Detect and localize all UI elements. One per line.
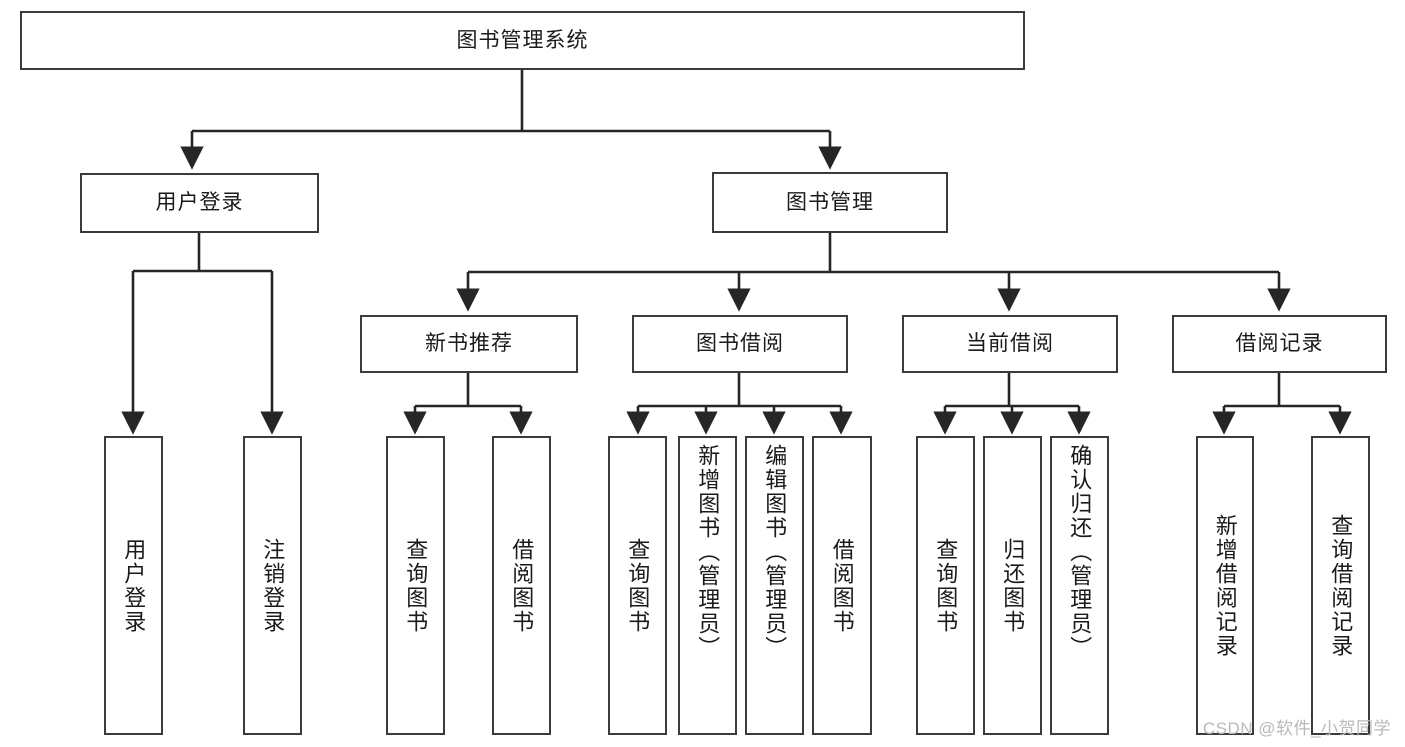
leaf-add-book-label: 新增图书（管理员） [695,444,721,660]
leaf-query-book-2-label: 查询图书 [625,537,651,634]
node-new-book-recommend-label: 新书推荐 [425,332,513,356]
leaf-query-record-label: 查询借阅记录 [1328,513,1354,658]
node-current-borrow[interactable]: 当前借阅 [902,315,1118,373]
node-book-manage[interactable]: 图书管理 [712,172,948,233]
leaf-logout-label: 注销登录 [260,537,286,634]
node-borrow-record[interactable]: 借阅记录 [1172,315,1387,373]
leaf-query-record[interactable]: 查询借阅记录 [1311,436,1370,735]
leaf-edit-book-label: 编辑图书（管理员） [762,444,788,660]
leaf-logout[interactable]: 注销登录 [243,436,302,735]
leaf-query-book-1[interactable]: 查询图书 [386,436,445,735]
leaf-add-book[interactable]: 新增图书（管理员） [678,436,737,735]
leaf-query-book-1-label: 查询图书 [403,537,429,634]
leaf-edit-book[interactable]: 编辑图书（管理员） [745,436,804,735]
leaf-add-record-label: 新增借阅记录 [1212,513,1238,658]
leaf-borrow-book-2[interactable]: 借阅图书 [812,436,872,735]
node-new-book-recommend[interactable]: 新书推荐 [360,315,578,373]
leaf-confirm-return[interactable]: 确认归还（管理员） [1050,436,1109,735]
leaf-borrow-book-1[interactable]: 借阅图书 [492,436,551,735]
leaf-query-book-3-label: 查询图书 [933,537,959,634]
leaf-user-login[interactable]: 用户登录 [104,436,163,735]
node-user-login[interactable]: 用户登录 [80,173,319,233]
leaf-query-book-3[interactable]: 查询图书 [916,436,975,735]
leaf-borrow-book-2-label: 借阅图书 [829,537,855,634]
node-current-borrow-label: 当前借阅 [966,332,1054,356]
node-borrow-record-label: 借阅记录 [1235,332,1324,356]
leaf-query-book-2[interactable]: 查询图书 [608,436,667,735]
node-book-borrow-label: 图书借阅 [696,332,784,356]
leaf-return-book-label: 归还图书 [1000,537,1026,634]
watermark-text: CSDN @软件_小贺同学 [1202,719,1391,738]
leaf-add-record[interactable]: 新增借阅记录 [1196,436,1254,735]
node-root[interactable]: 图书管理系统 [20,11,1025,70]
leaf-return-book[interactable]: 归还图书 [983,436,1042,735]
node-book-manage-label: 图书管理 [786,190,874,214]
node-user-login-label: 用户登录 [155,191,244,215]
leaf-borrow-book-1-label: 借阅图书 [509,537,535,634]
node-root-label: 图书管理系统 [456,28,589,52]
node-book-borrow[interactable]: 图书借阅 [632,315,848,373]
leaf-user-login-label: 用户登录 [121,537,147,634]
leaf-confirm-return-label: 确认归还（管理员） [1067,444,1093,660]
